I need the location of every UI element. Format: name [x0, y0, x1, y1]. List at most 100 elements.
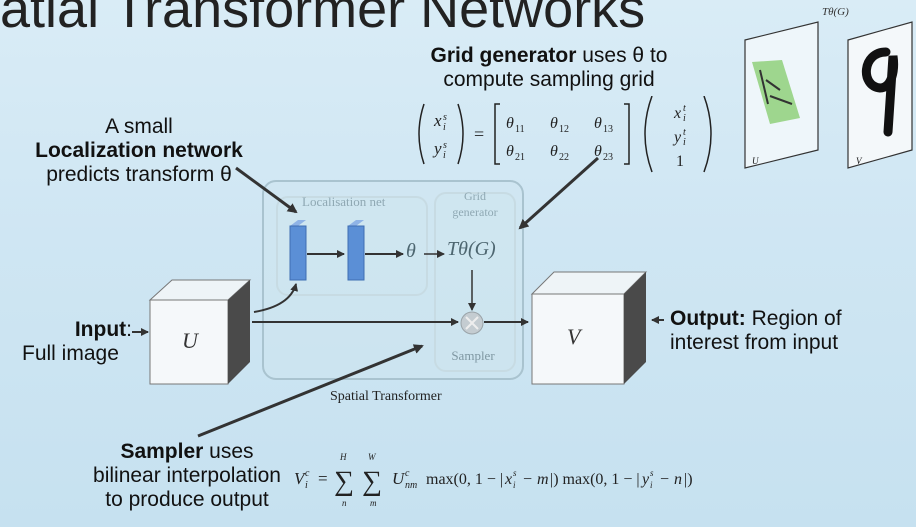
- svg-text:y: y: [672, 129, 682, 146]
- svg-text:s: s: [443, 140, 447, 151]
- grid-generator-annotation: Grid generator uses θ to compute samplin…: [414, 44, 684, 92]
- svg-text:12: 12: [559, 124, 569, 135]
- svg-text:c: c: [405, 468, 410, 479]
- sampler-bold: Sampler: [120, 440, 204, 463]
- svg-text:i: i: [443, 150, 446, 161]
- sampler-label: Sampler: [451, 348, 495, 363]
- svg-text:θ: θ: [550, 143, 558, 160]
- svg-text:c: c: [305, 468, 310, 479]
- svg-text:22: 22: [559, 152, 569, 163]
- svg-text:y: y: [640, 471, 650, 488]
- thumb-u-plane: [744, 21, 819, 169]
- svg-text:y: y: [432, 139, 442, 158]
- input-bold: Input: [74, 318, 127, 341]
- input-cube-label: U: [182, 328, 198, 353]
- thumb-v-label: V: [856, 156, 862, 166]
- localization-annotation: A small Localization network predicts tr…: [14, 115, 264, 187]
- svg-text:θ: θ: [594, 115, 602, 132]
- svg-text:−: −: [660, 471, 669, 488]
- t-theta-g-label: Tθ(G): [447, 238, 496, 260]
- localization-line3: predicts transform θ: [46, 163, 232, 186]
- svg-text:11: 11: [515, 124, 525, 135]
- svg-text:nm: nm: [405, 480, 417, 491]
- output-cube-top: [530, 271, 648, 295]
- slide-title: atial Transformer Networks: [0, 0, 646, 39]
- svg-text:V: V: [294, 469, 307, 488]
- output-cube-label: V: [567, 324, 581, 349]
- svg-text:1: 1: [676, 153, 684, 170]
- thumb-digit-u: [759, 69, 793, 105]
- svg-text:W: W: [368, 452, 377, 462]
- localization-line1: A small: [105, 115, 173, 138]
- grid-generator-line2: compute sampling grid: [443, 68, 655, 91]
- svg-text:∑: ∑: [362, 466, 382, 497]
- input-cube-top: [148, 279, 252, 301]
- svg-text:23: 23: [603, 152, 613, 163]
- svg-text:H: H: [339, 452, 347, 462]
- svg-text:i: i: [305, 480, 308, 491]
- svg-text:=: =: [474, 124, 484, 144]
- sampler-rest: uses: [203, 440, 254, 463]
- svg-text:|) max(0, 1 − |: |) max(0, 1 − |: [550, 471, 640, 488]
- grid-generator-label-l1: Grid: [464, 189, 486, 203]
- svg-text:θ: θ: [506, 143, 514, 160]
- sampler-line2: bilinear interpolation: [93, 464, 281, 487]
- input-rest: :: [126, 318, 132, 341]
- svg-text:x: x: [504, 471, 512, 488]
- svg-text:t: t: [683, 127, 686, 138]
- svg-text:θ: θ: [506, 115, 514, 132]
- svg-text:m: m: [370, 498, 377, 508]
- svg-text:max(0, 1 − |: max(0, 1 − |: [426, 471, 503, 488]
- svg-text:i: i: [683, 113, 686, 124]
- thumb-sample-region: [752, 60, 800, 124]
- svg-text:21: 21: [515, 152, 525, 163]
- output-cube-side: [624, 272, 646, 384]
- localisation-net-label: Localisation net: [302, 194, 386, 209]
- svg-text:n: n: [674, 471, 682, 488]
- sampler-line3: to produce output: [105, 488, 269, 511]
- svg-text:n: n: [342, 498, 347, 508]
- svg-text:=: =: [318, 469, 328, 488]
- theta-symbol: θ: [406, 240, 416, 262]
- svg-text:s: s: [650, 468, 654, 478]
- thumb-v-plane: [847, 21, 913, 169]
- svg-text:x: x: [433, 111, 442, 130]
- svg-text:i: i: [443, 122, 446, 133]
- grid-generator-rest: uses θ to: [576, 44, 668, 67]
- grid-generator-label: Grid generator: [440, 188, 510, 220]
- svg-text:i: i: [650, 480, 653, 490]
- localization-line2-bold: Localization network: [35, 139, 243, 162]
- sampler-annotation: Sampler uses bilinear interpolation to p…: [82, 440, 292, 512]
- svg-text:m: m: [537, 471, 549, 488]
- output-line2: interest from input: [670, 331, 839, 354]
- svg-text:θ: θ: [594, 143, 602, 160]
- spatial-transformer-label: Spatial Transformer: [330, 389, 442, 404]
- svg-text:t: t: [683, 103, 686, 114]
- input-annotation: Input: Full image: [22, 318, 132, 366]
- svg-text:i: i: [683, 137, 686, 148]
- svg-text:−: −: [523, 471, 532, 488]
- svg-text:U: U: [392, 469, 406, 488]
- output-rest: Region of: [745, 307, 842, 330]
- thumb-label-ttheta: Tθ(G): [822, 6, 849, 18]
- output-annotation: Output: Region of interest from input: [670, 307, 842, 355]
- svg-text:θ: θ: [550, 115, 558, 132]
- output-bold: Output:: [670, 307, 746, 330]
- svg-text:|): |): [684, 471, 693, 488]
- grid-generator-box: [434, 192, 516, 372]
- svg-text:13: 13: [603, 124, 613, 135]
- svg-text:s: s: [443, 112, 447, 123]
- grid-generator-bold: Grid generator: [430, 44, 577, 67]
- thumb-u-label: U: [752, 156, 759, 166]
- input-cube-side: [228, 280, 250, 384]
- input-line2: Full image: [22, 342, 119, 365]
- grid-generator-label-l2: generator: [452, 205, 498, 219]
- thumb-digit-nine: [861, 47, 899, 137]
- svg-text:∑: ∑: [334, 466, 354, 497]
- svg-text:s: s: [513, 468, 517, 478]
- svg-text:x: x: [673, 105, 681, 122]
